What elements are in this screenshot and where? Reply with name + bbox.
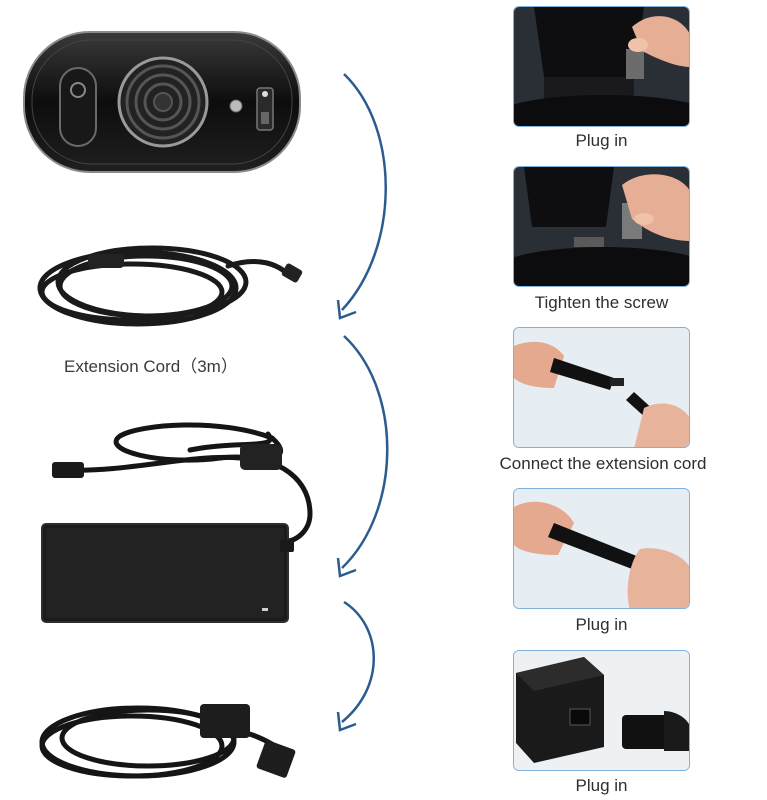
robot-device-image xyxy=(22,28,302,176)
step-1-caption: Plug in xyxy=(575,131,628,150)
ac-power-cord-image xyxy=(28,690,303,790)
step-5-photo xyxy=(513,650,690,771)
arrow-3-icon xyxy=(330,596,400,736)
step-3-caption: Connect the extension cord xyxy=(499,454,707,473)
arrow-1-icon xyxy=(330,68,410,328)
power-adapter-image xyxy=(40,414,330,624)
step-5-caption: Plug in xyxy=(575,776,628,795)
step-1-photo xyxy=(513,6,690,127)
step-4-photo xyxy=(513,488,690,609)
extension-cord-caption: Extension Cord（3m） xyxy=(64,357,238,376)
arrow-2-icon xyxy=(330,330,410,585)
step-2-photo xyxy=(513,166,690,287)
step-4-caption: Plug in xyxy=(575,615,628,634)
step-3-photo xyxy=(513,327,690,448)
extension-cord-image xyxy=(28,236,306,336)
step-2-caption: Tighten the screw xyxy=(534,293,669,312)
